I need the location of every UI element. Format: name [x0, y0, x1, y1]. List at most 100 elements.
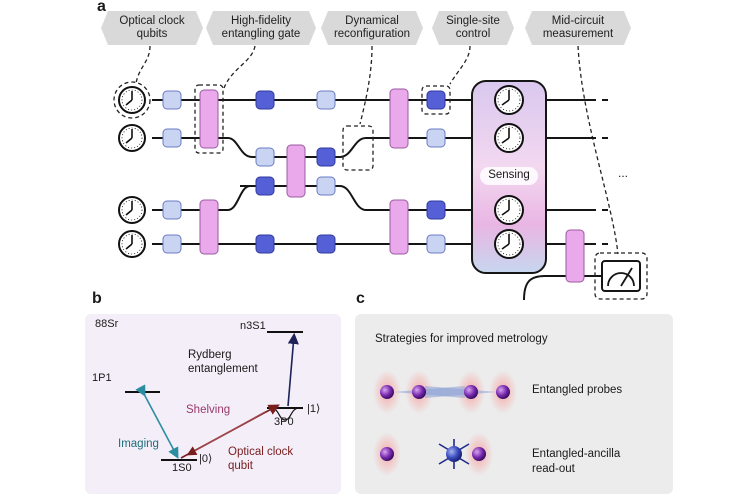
entangled-ancilla-label: Entangled-ancilla read-out [532, 447, 620, 477]
sensing-label: Sensing [488, 169, 530, 181]
metrology-strategies [373, 370, 517, 476]
callout-line: High-fidelity [230, 15, 292, 27]
clock-icon [494, 195, 524, 225]
ancilla-line: Entangled-ancilla [532, 448, 621, 460]
label-3P0: 3P0 [274, 416, 294, 428]
light-gates [162, 90, 446, 254]
callout-line: control [455, 28, 491, 40]
wire-4 [152, 185, 251, 211]
highlight-control [421, 85, 451, 115]
callout-line: qubits [136, 28, 168, 40]
callout-shape-gate [206, 11, 316, 45]
gate-entangling [286, 144, 306, 198]
clock-icon [118, 196, 146, 224]
ancilla-arrows [438, 439, 470, 469]
wire-6 [523, 275, 601, 300]
atom [380, 385, 394, 399]
highlight-reconfig [342, 125, 374, 171]
gate-dark [255, 90, 275, 110]
optical-clock-qubit-label: Optical clock qubit [228, 445, 293, 473]
panel-a-letter: a [97, 0, 106, 15]
leader-control [449, 45, 471, 85]
highlight-measure [594, 252, 648, 300]
gate-dark [426, 90, 446, 110]
gate-light [316, 176, 336, 196]
callout-line: Single-site [446, 15, 500, 27]
atom [496, 385, 510, 399]
panel-b-letter: b [92, 290, 102, 307]
highlight-boxes [113, 81, 648, 300]
atom [412, 385, 426, 399]
gate-light [162, 128, 182, 148]
gate-light [255, 147, 275, 167]
gate-light [162, 200, 182, 220]
wire-3 [240, 185, 596, 211]
clock-icon [118, 230, 146, 258]
label-1P1: 1P1 [92, 372, 112, 384]
sensing-label-bg [480, 167, 538, 185]
ancilla-line: read-out [532, 463, 575, 475]
entangled-probes-graphic [373, 370, 517, 414]
clock-icon [494, 229, 524, 259]
label-n3S1: n3S1 [240, 320, 266, 332]
gate-light [426, 128, 446, 148]
shelving-label: Shelving [186, 404, 231, 416]
panel-c-title: Strategies for improved metrology [375, 333, 548, 345]
pink-gates [199, 88, 585, 283]
callout-shape-control [432, 11, 514, 45]
gate-light [316, 90, 336, 110]
callout-line: measurement [542, 28, 614, 40]
gate-entangling [389, 88, 409, 149]
meter-icon [601, 260, 641, 292]
shelving-arrow [186, 411, 266, 456]
callout-line: Optical clock [119, 15, 185, 27]
energy-level-diagram [125, 331, 303, 461]
entangled-ancilla-graphic [373, 432, 493, 476]
gate-light [162, 234, 182, 254]
isotope-label: 88Sr [95, 318, 118, 330]
callout-line: Mid-circuit [551, 15, 605, 27]
ket-1: |1⟩ [307, 403, 321, 415]
clock-icon [494, 123, 524, 153]
circuit-ellipsis: ... [618, 166, 629, 180]
gate-entangling [565, 229, 585, 283]
isotope-text: 88Sr [95, 318, 119, 330]
callout-single-site-control: Single-site control [434, 15, 512, 41]
optical-line: qubit [228, 460, 253, 472]
callout-line: Dynamical [345, 15, 399, 27]
clock-icon [494, 85, 524, 115]
panel-c-letter: c [356, 290, 365, 307]
leader-measure [577, 45, 619, 255]
clock-icon [118, 86, 146, 114]
callout-mid-circuit-measurement: Mid-circuit measurement [527, 15, 629, 41]
gate-dark [316, 234, 336, 254]
atom [472, 447, 486, 461]
gate-dark [255, 234, 275, 254]
gate-entangling [199, 89, 219, 149]
callout-shapes [101, 11, 631, 45]
rydberg-line: Rydberg [188, 349, 232, 361]
entangled-probes-label: Entangled probes [532, 384, 623, 396]
callout-leaders [135, 45, 619, 255]
leader-clock [135, 45, 151, 85]
leader-reconfig [359, 45, 373, 125]
ancilla-atom [446, 446, 462, 462]
rydberg-line: entanglement [188, 363, 258, 375]
gate-dark [426, 200, 446, 220]
imaging-label: Imaging [118, 438, 159, 450]
clock-icon [118, 124, 146, 152]
callout-shape-measure [525, 11, 631, 45]
callout-line: reconfiguration [333, 28, 411, 40]
atom [380, 447, 394, 461]
callout-optical-clock-qubits: Optical clock qubits [103, 15, 201, 41]
callout-line: entangling gate [221, 28, 301, 40]
gate-entangling [389, 199, 409, 255]
leader-gate [223, 45, 256, 89]
rydberg-arrow [287, 332, 299, 407]
circuit-diagram [101, 11, 648, 300]
callout-shape-clock [101, 11, 203, 45]
gate-dark [255, 176, 275, 196]
wire-breaks [602, 99, 608, 245]
rydberg-label: Rydberg entanglement [188, 348, 258, 376]
gate-light [426, 234, 446, 254]
